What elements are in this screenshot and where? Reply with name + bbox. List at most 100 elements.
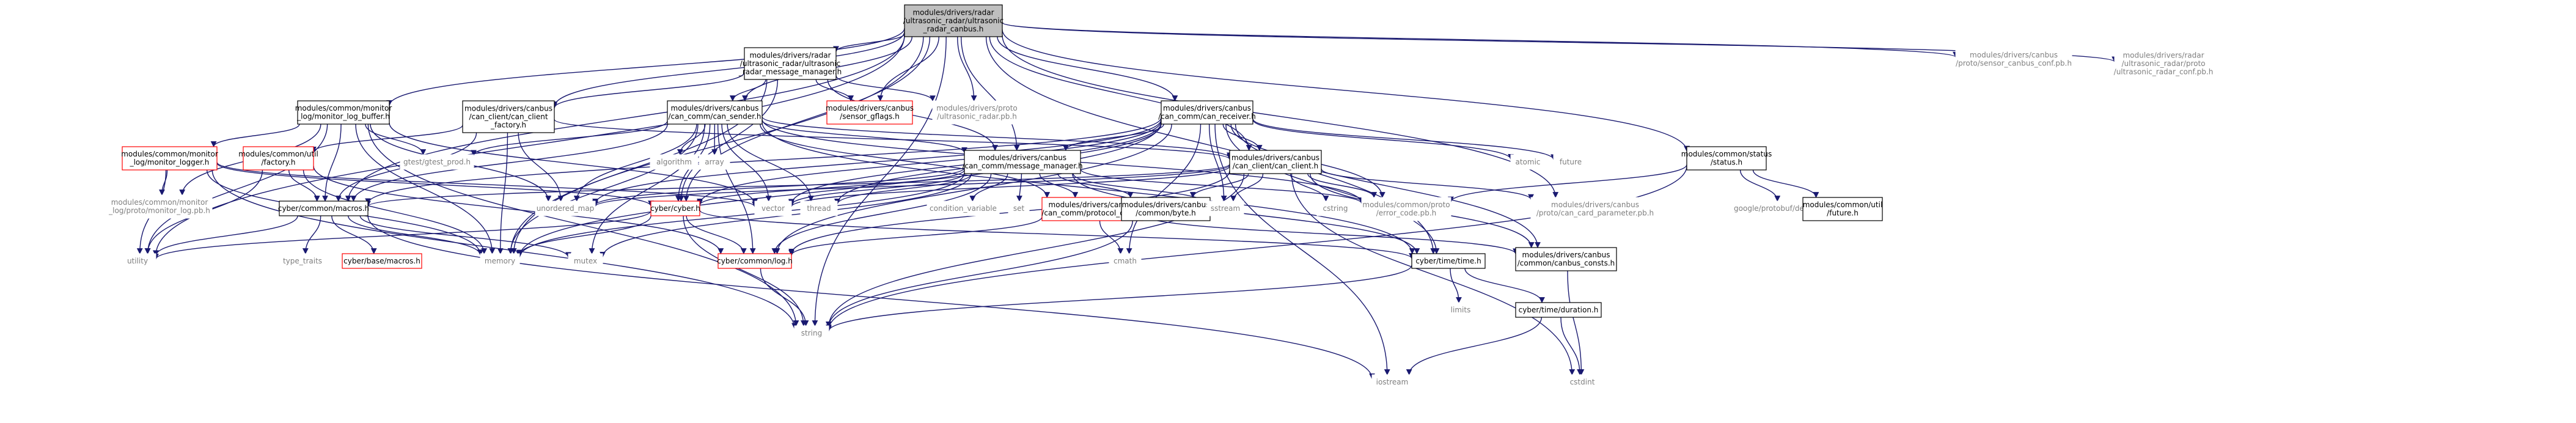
- node-label-line: _radar_message_manager.h: [738, 67, 842, 76]
- node-box: [699, 154, 730, 170]
- node-box: [1515, 247, 1617, 271]
- node-label-line: modules/common/monitor: [111, 198, 208, 207]
- edge-monitor_logger-to-vector: [216, 161, 758, 208]
- node-monitor_log_buffer[interactable]: modules/common/monitor_log/monitor_log_b…: [295, 100, 392, 125]
- node-label-line: cstdint: [1570, 378, 1595, 386]
- node-label-line: limits: [1451, 306, 1471, 314]
- edge-time-to-duration: [1464, 268, 1545, 303]
- node-label-line: modules/common/status: [1681, 150, 1772, 158]
- node-sstream: sstream: [1206, 200, 1244, 216]
- node-label-line: cstring: [1323, 204, 1348, 213]
- node-label-line: /can_comm/can_receiver.h: [1158, 112, 1256, 121]
- node-can_client[interactable]: modules/drivers/canbus/can_client/can_cl…: [1229, 150, 1322, 174]
- node-label-line: vector: [761, 204, 785, 213]
- node-string: string: [794, 325, 829, 341]
- node-base_macros[interactable]: cyber/base/macros.h: [342, 253, 422, 269]
- node-label-line: utility: [127, 257, 148, 265]
- edge-duration-to-cstdint: [1560, 317, 1583, 375]
- edge-message_manager-to-thread: [834, 173, 972, 205]
- edge-can_sender-to-thread: [727, 123, 814, 202]
- node-box: [568, 253, 603, 269]
- edge-can_client-to-byte: [1189, 173, 1249, 198]
- node-factory[interactable]: modules/common/util/factory.h: [238, 146, 318, 171]
- node-box: [754, 200, 792, 216]
- node-label-line: modules/drivers/canbus: [1049, 200, 1137, 209]
- node-label-line: modules/drivers/canbus: [1163, 104, 1251, 112]
- node-label-line: modules/drivers/canbus: [978, 153, 1066, 162]
- node-cyber[interactable]: cyber/cyber.h: [650, 200, 700, 216]
- node-label-line: /can_comm/protocol_data.h: [1041, 209, 1143, 218]
- node-set: set: [1008, 200, 1030, 216]
- node-box: [278, 253, 327, 269]
- node-label-line: /proto/sensor_canbus_conf.pb.h: [1956, 59, 2072, 68]
- node-box: [1445, 302, 1477, 318]
- node-log[interactable]: cyber/common/log.h: [717, 253, 793, 269]
- node-label-line: cyber/time/duration.h: [1519, 306, 1599, 314]
- node-box: [826, 100, 913, 125]
- node-box: [342, 253, 422, 269]
- node-can_receiver[interactable]: modules/drivers/canbus/can_comm/can_rece…: [1158, 100, 1256, 125]
- node-label-line: cyber/base/macros.h: [343, 257, 420, 265]
- edge-can_receiver-to-future: [1252, 118, 1557, 161]
- edge-cyber-to-utility: [153, 210, 651, 260]
- edge-protocol_data-to-log: [788, 216, 1043, 256]
- node-box: [1316, 200, 1354, 216]
- node-label-line: _log/monitor_logger.h: [130, 158, 210, 167]
- node-box: [1530, 197, 1660, 221]
- edge-can_client-to-sstream: [1230, 173, 1264, 202]
- node-can_card_parameter_pb: modules/drivers/canbus/proto/can_card_pa…: [1530, 197, 1660, 221]
- node-byte[interactable]: modules/drivers/canbus/common/byte.h: [1121, 197, 1211, 221]
- node-label-line: /factory.h: [261, 158, 295, 167]
- node-box: [1109, 253, 1142, 269]
- node-monitor_logger[interactable]: modules/common/monitor_log/monitor_logge…: [121, 146, 218, 171]
- edge-can_receiver-to-time: [1225, 123, 1440, 254]
- node-message_manager[interactable]: modules/drivers/canbus/can_comm/message_…: [962, 150, 1083, 174]
- edge-monitor_log_buffer-to-cyber_macros: [322, 123, 342, 202]
- node-label-line: cyber/cyber.h: [650, 204, 700, 213]
- node-duration[interactable]: cyber/time/duration.h: [1515, 302, 1602, 318]
- node-time[interactable]: cyber/time/time.h: [1411, 253, 1486, 269]
- edge-root-to-message_manager: [961, 36, 1020, 151]
- node-label-line: array: [705, 158, 724, 166]
- node-label-line: modules/common/monitor: [121, 150, 218, 158]
- node-limits: limits: [1445, 302, 1477, 318]
- node-label-line: modules/drivers/canbus: [826, 104, 914, 112]
- node-box: [1510, 154, 1546, 170]
- edge-status-to-util_future: [1752, 169, 1819, 198]
- node-cyber_macros[interactable]: cyber/common/macros.h: [278, 200, 369, 216]
- node-label-line: /can_client/can_client.h: [1233, 162, 1319, 171]
- edge-byte-to-string: [826, 220, 1133, 328]
- node-msgmgr_us[interactable]: modules/drivers/radar/ultrasonic_radar/u…: [738, 47, 842, 80]
- node-can_client_factory[interactable]: modules/drivers/canbus/can_client/can_cl…: [462, 100, 555, 133]
- node-label-line: /proto/can_card_parameter.pb.h: [1536, 209, 1654, 218]
- node-box: [122, 146, 218, 171]
- edge-can_receiver-to-cyber: [697, 120, 1162, 205]
- edge-can_receiver-to-can_client: [1222, 123, 1263, 151]
- node-unordered_map: unordered_map: [535, 200, 596, 216]
- node-condition_variable: condition_variable: [927, 200, 1000, 216]
- node-util_future[interactable]: modules/common/util/future.h: [1802, 197, 1883, 221]
- node-mutex: mutex: [568, 253, 603, 269]
- node-canbus_consts[interactable]: modules/drivers/canbus/common/canbus_con…: [1515, 247, 1617, 271]
- node-can_sender[interactable]: modules/drivers/canbus/can_comm/can_send…: [667, 100, 763, 125]
- node-box: [400, 154, 474, 170]
- node-label-line: modules/drivers/radar: [2123, 51, 2204, 59]
- node-label-line: string: [801, 329, 822, 337]
- edge-monitor_log_buffer-to-gtest_prod: [365, 123, 427, 155]
- node-label-line: _radar_canbus.h: [923, 24, 984, 33]
- edge-cyber_macros-to-type_traits: [302, 215, 321, 254]
- edge-monitor_logger-to-string: [211, 169, 798, 329]
- node-label-line: modules/common/util: [238, 150, 318, 158]
- node-status[interactable]: modules/common/status/status.h: [1681, 146, 1772, 171]
- edge-can_sender-to-memory: [507, 123, 699, 254]
- node-label-line: cyber/common/macros.h: [278, 204, 369, 213]
- node-sensor_gflags[interactable]: modules/drivers/canbus/sensor_gflags.h: [826, 100, 914, 125]
- edge-root-to-cyber: [683, 36, 931, 202]
- node-cmath: cmath: [1109, 253, 1142, 269]
- edge-cyber_macros-to-utility: [153, 215, 298, 257]
- node-box: [1802, 197, 1883, 221]
- node-label-line: set: [1013, 204, 1025, 213]
- edge-root-to-status: [1002, 29, 1690, 152]
- node-root[interactable]: modules/drivers/radar/ultrasonic_radar/u…: [903, 4, 1004, 37]
- node-box: [927, 200, 1000, 216]
